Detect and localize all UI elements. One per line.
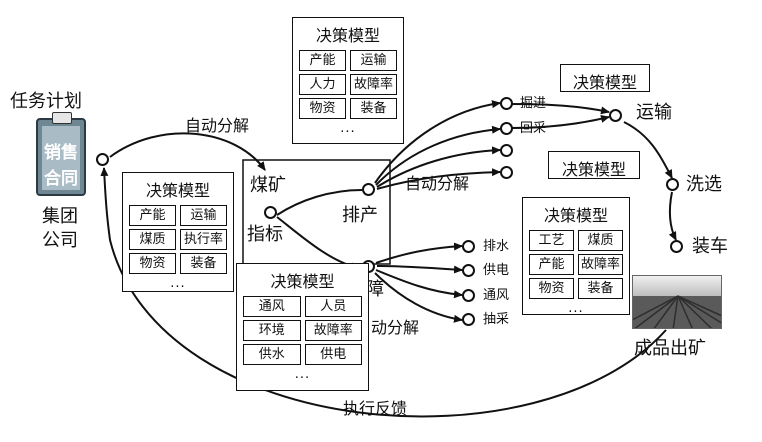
model-cell: 故障率	[350, 74, 397, 95]
power-label: 供电	[483, 263, 510, 278]
company-line-1: 集团	[42, 206, 78, 227]
model-cell: 装备	[180, 253, 227, 274]
model-cell: 产能	[299, 50, 346, 71]
model-title: 决策模型	[572, 73, 637, 92]
company-line-2: 公司	[42, 230, 78, 251]
auto-decompose-label-3: 自动分解	[355, 318, 420, 337]
model-title: 决策模型	[543, 206, 608, 225]
washing-label: 洗选	[686, 174, 722, 195]
model-cell: 工艺	[529, 230, 574, 251]
coal-line-2: 指标	[247, 224, 283, 245]
model-cell: 物资	[299, 98, 346, 119]
model-cell: 产能	[529, 254, 574, 275]
model-cell: 故障率	[304, 320, 362, 341]
arrow-production-to-tunneling	[374, 100, 501, 184]
gas-drainage-node	[462, 313, 475, 326]
arrow-production-to-extra1	[376, 146, 501, 188]
auto-decompose-label-2: 自动分解	[405, 174, 470, 193]
arrow-guarantee-to-ventilation	[375, 269, 463, 299]
mining-label: 回采	[520, 121, 547, 136]
model-cell: 煤质	[578, 230, 623, 251]
finished-product-label: 成品出矿	[634, 338, 706, 359]
model-cell: 供电	[304, 344, 362, 365]
model-more: ...	[294, 367, 311, 382]
arrow-company-to-coal	[109, 132, 266, 171]
arrow-guarantee-to-power	[376, 265, 463, 274]
line-index-to-production	[276, 189, 363, 216]
model-cell: 物资	[129, 253, 176, 274]
tunneling-label: 掘进	[520, 96, 547, 111]
model-title: 决策模型	[315, 26, 380, 45]
model-more: ...	[568, 301, 584, 316]
auto-decompose-label-1: 自动分解	[185, 116, 250, 135]
model-cell: 通风	[243, 296, 301, 317]
model-cell: 煤质	[129, 229, 176, 250]
model-title: 决策模型	[270, 272, 335, 291]
model-cell: 运输	[180, 205, 227, 226]
decision-model-transport: 决策模型	[560, 64, 650, 92]
arrow-transport-to-washing	[623, 121, 673, 179]
model-cell: 故障率	[578, 254, 623, 275]
production-label: 排产	[342, 205, 378, 226]
decision-model-washing: 决策模型	[548, 151, 640, 179]
model-cell: 供水	[243, 344, 301, 365]
sales-contract-clipboard-icon: 销售 合同	[36, 112, 86, 196]
coal-index-node	[264, 206, 277, 219]
production-node	[362, 183, 375, 196]
model-cell: 装备	[350, 98, 397, 119]
model-title: 决策模型	[145, 181, 210, 200]
model-title: 决策模型	[561, 160, 626, 179]
washing-node	[666, 178, 679, 191]
decision-model-right: 决策模型 工艺 煤质 产能 故障率 物资 装备 ...	[522, 197, 630, 316]
decision-model-left: 决策模型 产能 运输 煤质 执行率 物资 装备 ...	[122, 172, 234, 292]
tunneling-node	[500, 97, 513, 110]
ventilation-label: 通风	[483, 288, 510, 303]
arrow-feedback-to-company	[100, 167, 667, 418]
coal-line-1: 煤矿	[250, 175, 286, 196]
coal-field-image	[632, 275, 722, 329]
model-more: ...	[340, 121, 356, 136]
ventilation-node	[462, 289, 475, 302]
decision-model-top: 决策模型 产能 运输 人力 故障率 物资 装备 ...	[292, 17, 404, 144]
decision-model-bottom: 决策模型 通风 人员 环境 故障率 供水 供电 ...	[236, 263, 369, 391]
model-cell: 执行率	[180, 229, 227, 250]
model-cell: 人员	[304, 296, 362, 317]
transport-label: 运输	[636, 102, 672, 123]
drainage-node	[462, 240, 475, 253]
model-cell: 装备	[578, 278, 623, 299]
loading-label: 装车	[692, 236, 728, 257]
model-cell: 运输	[350, 50, 397, 71]
model-more: ...	[170, 276, 186, 291]
model-cell: 人力	[299, 74, 346, 95]
transport-node	[609, 109, 622, 122]
feedback-label: 执行反馈	[343, 399, 408, 418]
model-cell: 环境	[243, 320, 301, 341]
model-cell: 物资	[529, 278, 574, 299]
doc-line-2: 合同	[44, 169, 78, 189]
gas-drainage-label: 抽采	[483, 312, 510, 327]
production-target-node	[500, 144, 513, 157]
task-plan-label: 任务计划	[10, 91, 82, 112]
arrow-guarantee-to-gas	[374, 272, 463, 323]
company-node	[96, 153, 109, 166]
arrow-tunneling-to-transport	[509, 103, 610, 115]
arrow-production-to-mining	[375, 125, 501, 186]
arrow-guarantee-to-drainage	[375, 242, 463, 264]
loading-node	[670, 240, 683, 253]
doc-line-1: 销售	[44, 143, 78, 163]
arrow-washing-to-loading	[668, 191, 677, 241]
mining-node	[500, 122, 513, 135]
model-cell: 产能	[129, 205, 176, 226]
production-target-node	[500, 166, 513, 179]
arrow-mining-to-transport	[511, 114, 610, 129]
power-node	[462, 264, 475, 277]
drainage-label: 排水	[483, 239, 510, 254]
